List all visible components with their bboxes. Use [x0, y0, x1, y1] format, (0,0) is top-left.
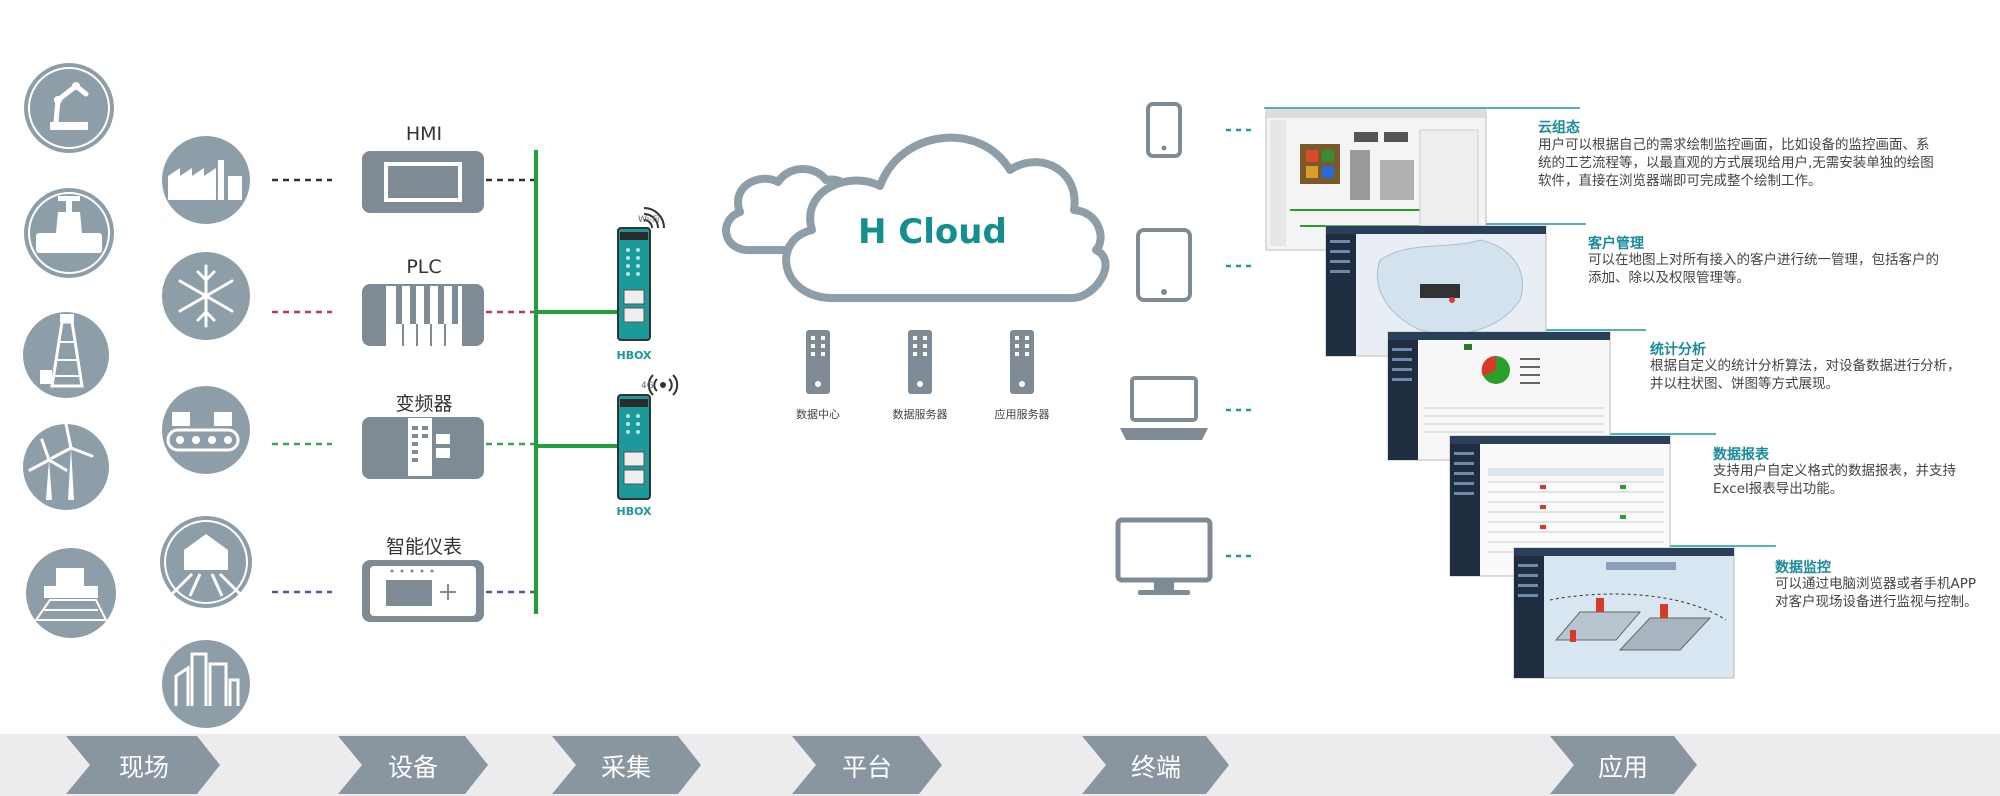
stage-arrow	[552, 736, 701, 794]
app-title: 数据报表	[1713, 447, 1769, 463]
stage-arrow	[338, 736, 488, 794]
barn-icon	[160, 516, 252, 608]
stage-band	[0, 734, 2000, 796]
tablet-icon	[1136, 228, 1192, 302]
laptop-icon	[1120, 376, 1208, 440]
app-title: 数据监控	[1775, 560, 1831, 576]
wind-turbine-icon	[23, 422, 109, 510]
stage-arrow	[1550, 736, 1697, 794]
stage-arrow	[1082, 736, 1229, 794]
stage-label-terminal: 终端	[1130, 753, 1181, 782]
app-description: 可以通过电脑浏览器或者手机APP对客户现场设备进行监视与控制。	[1775, 576, 1978, 610]
hbox-label: HBOX	[616, 505, 652, 518]
stage-label-field: 现场	[118, 753, 169, 782]
oil-rig-icon	[23, 312, 109, 398]
smart-meter-device	[362, 560, 484, 622]
device-label-hmi: HMI	[405, 123, 443, 145]
harvester-icon	[26, 548, 116, 638]
factory-icon	[162, 136, 250, 224]
stage-arrow	[792, 736, 942, 794]
app-title: 客户管理	[1588, 236, 1644, 252]
plc-device	[362, 284, 484, 346]
conveyor-icon	[162, 386, 250, 474]
hmi-device	[362, 151, 484, 213]
app-description: 可以在地图上对所有接入的客户进行统一管理，包括客户的添加、除以及权限管理等。	[1588, 252, 1939, 286]
server-label: 数据服务器	[892, 408, 948, 421]
snowflake-icon	[162, 252, 250, 340]
data-monitor-screenshot	[1513, 547, 1735, 679]
stage-label-collect: 采集	[600, 753, 651, 782]
app-description: 支持用户自定义格式的数据报表，并支持Excel报表导出功能。	[1713, 463, 1956, 497]
bus-network	[534, 150, 618, 614]
app-title: 统计分析	[1650, 342, 1706, 358]
signal-label-4g: 4G	[641, 381, 654, 391]
cloud-title: H Cloud	[858, 212, 1007, 252]
server-icon	[806, 330, 830, 394]
stage-arrow	[66, 736, 220, 794]
server-icon	[1010, 330, 1034, 394]
monitor-icon	[1115, 517, 1213, 595]
device-label-plc: PLC	[406, 256, 442, 278]
device-label-inverter: 变频器	[395, 393, 453, 415]
app-description: 用户可以根据自己的需求绘制监控画面，比如设备的监控画面、系统的工艺流程等，以最直…	[1538, 137, 1934, 189]
stage-label-platform: 平台	[841, 753, 892, 782]
inverter-device	[362, 417, 484, 479]
phone-icon	[1146, 102, 1182, 158]
app-title: 云组态	[1538, 120, 1580, 136]
server-icon	[908, 330, 932, 394]
stage-label-device: 设备	[387, 753, 438, 782]
city-icon	[162, 640, 250, 728]
hbox-gateway-4g	[617, 374, 679, 500]
stage-label-application: 应用	[1597, 753, 1648, 782]
valve-icon	[24, 188, 114, 278]
app-description: 根据自定义的统计分析算法，对设备数据进行分析，并以柱状图、饼图等方式展现。	[1650, 358, 1961, 392]
robot-arm-icon	[24, 63, 114, 153]
device-label-meter: 智能仪表	[385, 536, 462, 558]
hbox-gateway-wifi	[617, 207, 665, 341]
cloud-config-screenshot	[1265, 109, 1487, 251]
server-label: 应用服务器	[994, 408, 1050, 421]
server-label: 数据中心	[796, 408, 840, 421]
hbox-label: HBOX	[616, 349, 652, 362]
signal-label-wifi: Wi-Fi	[638, 215, 660, 225]
h-cloud	[722, 133, 1110, 303]
